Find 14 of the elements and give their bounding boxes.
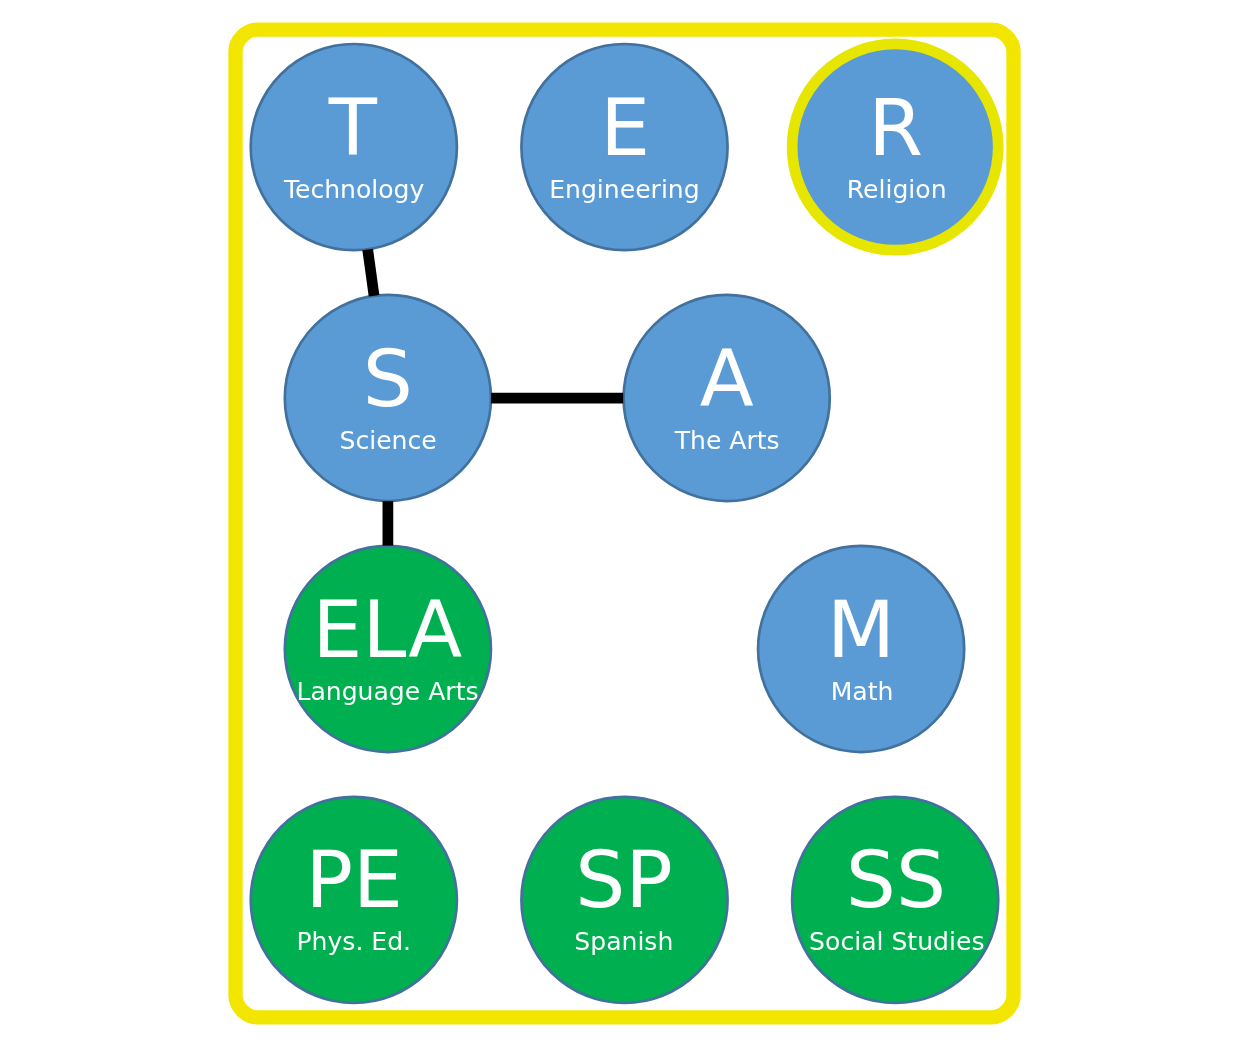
connector [362, 248, 380, 297]
cluster [228, 22, 1021, 1025]
node-circle: SS Social Studies [790, 795, 1000, 1005]
connector [491, 392, 624, 404]
node-circle: E Engineering [520, 42, 729, 252]
node-circle: A The Arts [622, 293, 832, 503]
node-circle: PE Phys. Ed. [249, 795, 459, 1005]
connector [382, 501, 394, 546]
node-circle: SP Spanish [520, 795, 729, 1005]
node-circle: T Technology [249, 42, 459, 252]
node-circle: M Math [756, 544, 966, 754]
node-circle: S Science [283, 293, 493, 503]
node-circle: ELA Language Arts [283, 544, 493, 754]
node-circle: R Religion [786, 38, 1004, 256]
